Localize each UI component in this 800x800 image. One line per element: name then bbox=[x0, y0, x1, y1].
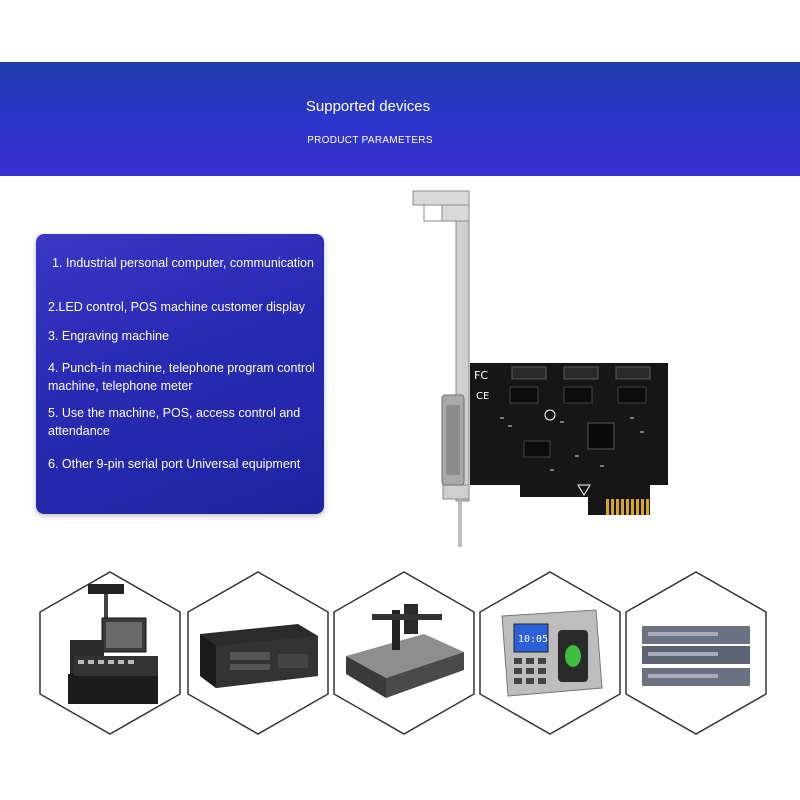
device-image-industrial-pc bbox=[186, 570, 330, 736]
page-subtitle: PRODUCT PARAMETERS bbox=[307, 135, 433, 146]
device-image-pos bbox=[38, 570, 182, 736]
header-banner bbox=[0, 62, 800, 176]
svg-text:FC: FC bbox=[474, 369, 488, 382]
device-item-3: 3. Engraving machine bbox=[48, 329, 169, 343]
supported-devices-panel: 1. Industrial personal computer, communi… bbox=[36, 234, 324, 514]
device-item-1: 1. Industrial personal computer, communi… bbox=[52, 256, 314, 270]
svg-text:CE: CE bbox=[476, 391, 489, 402]
serial-card-image: FC CE bbox=[400, 185, 680, 555]
svg-text:10:05: 10:05 bbox=[518, 634, 548, 645]
device-item-2: 2.LED control, POS machine customer disp… bbox=[48, 300, 306, 314]
attendance-terminal-icon: 10:05 bbox=[479, 571, 621, 735]
pcie-serial-card-icon: FC CE bbox=[412, 190, 668, 547]
pos-terminal-icon bbox=[39, 571, 181, 735]
device-image-engraving bbox=[332, 570, 476, 736]
industrial-pc-icon bbox=[187, 571, 329, 735]
device-image-row: 10:05 bbox=[38, 570, 778, 740]
device-image-attendance: 10:05 bbox=[478, 570, 622, 736]
network-equipment-icon bbox=[625, 571, 767, 735]
page-title: Supported devices bbox=[305, 98, 431, 115]
device-item-4: 4. Punch-in machine, telephone program c… bbox=[48, 361, 315, 393]
device-image-network bbox=[624, 570, 768, 736]
device-item-5: 5. Use the machine, POS, access control … bbox=[48, 406, 301, 438]
device-item-6: 6. Other 9-pin serial port Universal equ… bbox=[48, 457, 301, 471]
engraving-machine-icon bbox=[333, 571, 475, 735]
